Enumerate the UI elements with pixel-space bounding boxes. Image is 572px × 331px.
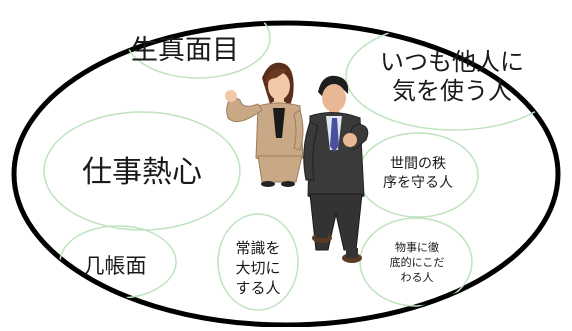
trait-common-sense-label: 常識を 大切に する人 [235, 239, 281, 297]
trait-order-label: 世間の秩 序を守る人 [383, 156, 453, 191]
bubble-considerate [345, 22, 559, 131]
bubble-common-sense [217, 213, 299, 311]
trait-serious-label: 生真面目 [131, 35, 239, 66]
trait-hardworking-label: 仕事熱心 [82, 155, 202, 190]
businessman-figure [303, 75, 369, 263]
trait-thorough-label: 物事に徹 底的にこだ わる人 [389, 241, 445, 284]
bubble-hardworking [43, 111, 241, 231]
bubble-thorough [359, 217, 473, 307]
trait-considerate-label: いつも他人に 気を使う人 [380, 48, 524, 105]
businesswoman-figure [225, 62, 304, 187]
trait-meticulous-label: 几帳面 [83, 254, 147, 278]
